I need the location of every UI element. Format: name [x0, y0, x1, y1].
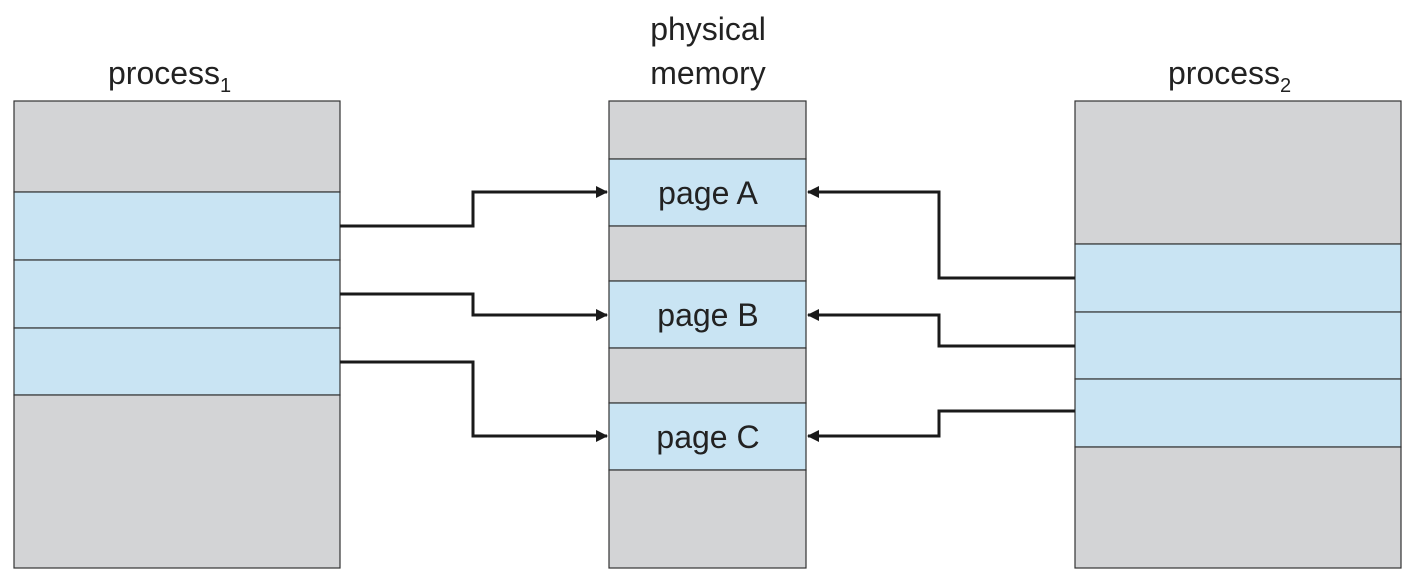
page-c-label: page C	[656, 419, 759, 455]
process2-heading: process2	[1168, 55, 1291, 97]
process1-arrows	[340, 186, 608, 442]
process1-column	[13, 100, 341, 569]
process2-page-block-3	[1074, 378, 1402, 448]
arrow-p1-to-page-c	[340, 360, 608, 442]
memory-page-a-block	[608, 158, 807, 227]
memory-heading-line2: memory	[650, 55, 766, 91]
process1-page-block-1	[13, 191, 341, 261]
physical-memory-column: page A page B page C	[608, 100, 807, 569]
arrow-p2-to-page-b	[807, 309, 1075, 348]
process2-free-block-top	[1074, 100, 1402, 245]
memory-heading-line1: physical	[650, 11, 766, 47]
memory-page-c-block	[608, 402, 807, 471]
process2-page-block-2	[1074, 311, 1402, 380]
page-a-label: page A	[658, 175, 758, 211]
process2-free-block-bottom	[1074, 446, 1402, 569]
process2-arrows	[807, 186, 1075, 442]
memory-free-block-1	[608, 100, 807, 160]
memory-free-block-4	[608, 469, 807, 569]
memory-page-b-block	[608, 280, 807, 349]
process1-page-block-2	[13, 259, 341, 329]
process2-page-block-1	[1074, 243, 1402, 313]
page-b-label: page B	[657, 297, 758, 333]
arrow-p2-to-page-c	[807, 409, 1075, 442]
memory-free-block-2	[608, 225, 807, 282]
arrow-p1-to-page-b	[340, 292, 608, 321]
process2-column	[1074, 100, 1402, 569]
process1-page-block-3	[13, 327, 341, 396]
process1-heading: process1	[108, 55, 231, 97]
process1-free-block-top	[13, 100, 341, 193]
arrow-p2-to-page-a	[807, 186, 1075, 280]
arrow-p1-to-page-a	[340, 186, 608, 228]
process1-free-block-bottom	[13, 394, 341, 569]
memory-free-block-3	[608, 347, 807, 404]
